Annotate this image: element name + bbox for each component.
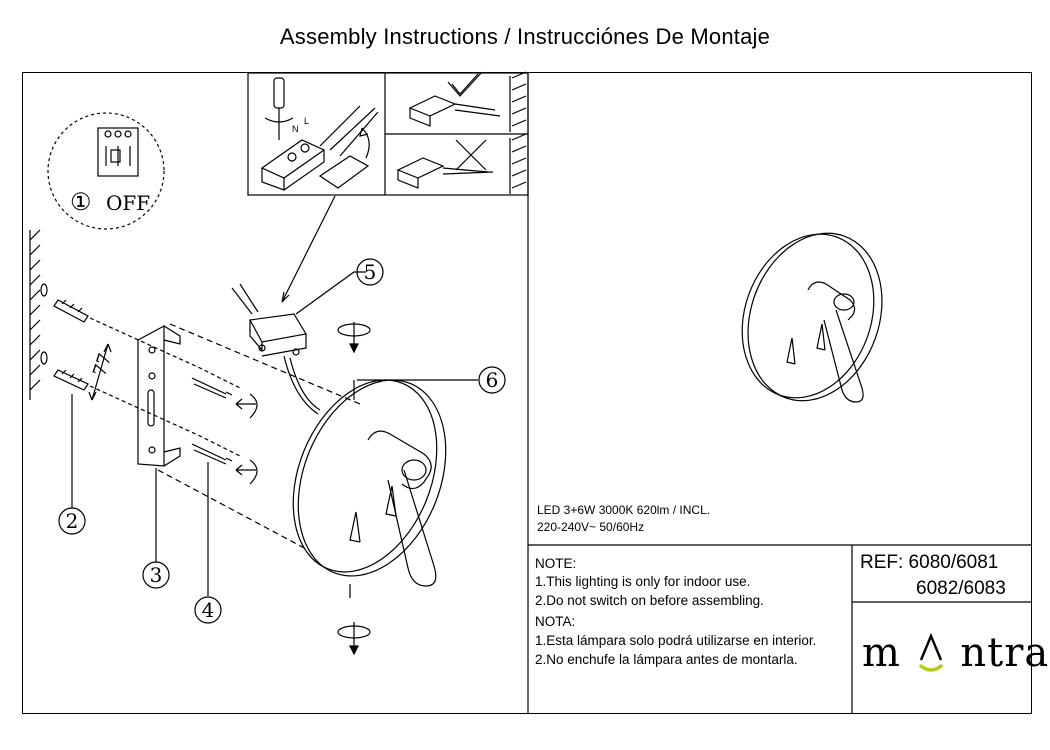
callout-5-number: 5 — [364, 260, 377, 284]
wrong-connection-icon — [396, 133, 527, 194]
step-1-number: ① — [70, 188, 92, 216]
dimension-line — [91, 343, 109, 401]
power-off-circle — [47, 112, 165, 230]
callout-6-number: 6 — [486, 368, 499, 392]
callout-3-circle — [142, 561, 170, 589]
connector-box-icon — [231, 283, 307, 357]
page-title: Assembly Instructions / Instrucciónes De… — [279, 24, 771, 49]
screw-icon — [191, 377, 233, 465]
callout-6-circle — [478, 366, 506, 394]
note-line-1: 1.This lighting is only for indoor use. — [535, 574, 751, 589]
brand-logo: m ntra — [862, 626, 1049, 676]
callout-2-number: 2 — [66, 509, 79, 533]
circuit-breaker-icon — [97, 127, 139, 177]
callout-5-circle — [356, 258, 384, 286]
dimension-label: 77 — [89, 351, 116, 379]
callout-4-circle — [194, 596, 222, 624]
spec-power: LED 3+6W 3000K 620lm / INCL. — [537, 503, 711, 517]
correct-connection-icon — [408, 71, 527, 132]
mounting-bracket-icon — [137, 324, 181, 467]
power-off-label: OFF — [106, 191, 150, 215]
live-label: L — [304, 116, 309, 126]
spec-voltage: 220-240V~ 50/60Hz — [537, 520, 645, 534]
brand-logo-accent-icon — [918, 632, 943, 672]
callout-2-circle — [58, 507, 86, 535]
rotate-arrow-icon — [235, 393, 258, 485]
wall-lamp-exploded-icon — [292, 379, 447, 598]
neutral-label: N — [292, 124, 299, 134]
terminal-block-icon — [260, 105, 379, 191]
note-line-2: 2.Do not switch on before assembling. — [535, 593, 764, 608]
reference-line-1: REF: 6080/6081 — [860, 552, 999, 573]
reference-line-2: 6082/6083 — [916, 578, 1006, 599]
nota-heading: NOTA: — [535, 614, 576, 629]
wall-lamp-product-icon — [741, 232, 883, 403]
callout-4-number: 4 — [202, 598, 215, 622]
wall-hatch — [29, 229, 41, 400]
rotate-down-arrow-icon — [337, 322, 371, 656]
wall-plug-icon — [40, 283, 89, 391]
callout-3-number: 3 — [150, 563, 163, 587]
nota-line-1: 1.Esta lámpara solo podrá utilizarse en … — [535, 633, 817, 648]
brand-logo-part-1: m — [862, 630, 901, 676]
nota-line-2: 2.No enchufe la lámpara antes de montarl… — [535, 652, 798, 667]
screwdriver-icon — [264, 77, 294, 140]
brand-logo-part-2: ntra — [960, 630, 1050, 676]
note-heading: NOTE: — [535, 556, 577, 571]
